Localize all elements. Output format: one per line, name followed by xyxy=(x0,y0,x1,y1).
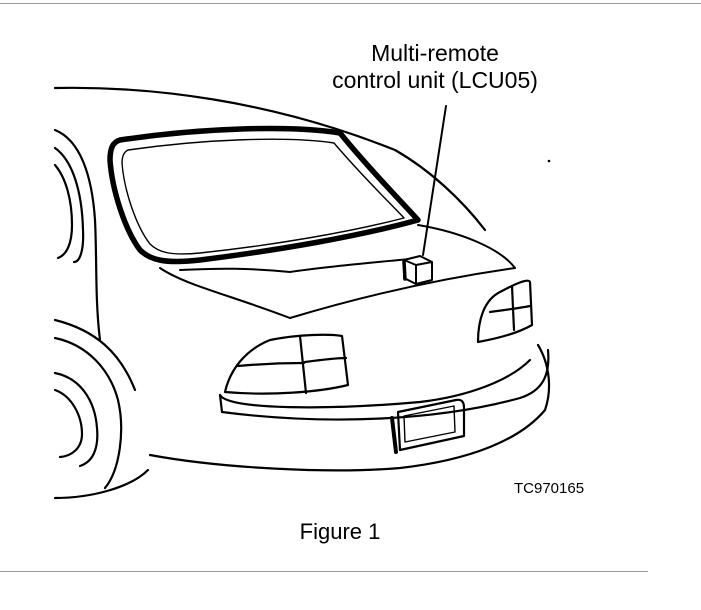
bottom-rule xyxy=(0,571,648,572)
callout-leader-line xyxy=(422,105,447,256)
rear-bumper xyxy=(148,343,551,472)
callout-label: Multi-remote control unit (LCU05) xyxy=(270,40,600,94)
roof-outline xyxy=(53,86,487,232)
left-wheel xyxy=(53,318,150,500)
figure-caption: Figure 1 xyxy=(299,519,381,544)
callout-line-1: Multi-remote xyxy=(371,40,499,66)
trunk-lid xyxy=(159,224,516,319)
control-unit-box-icon xyxy=(402,255,433,285)
left-tail-light xyxy=(223,333,350,395)
figure-code: TC970165 xyxy=(514,480,585,497)
license-plate-recess xyxy=(390,398,466,454)
stray-speck xyxy=(547,159,551,163)
top-rule xyxy=(0,3,701,4)
right-tail-light xyxy=(476,279,534,344)
side-window xyxy=(53,128,102,342)
callout-line-2: control unit (LCU05) xyxy=(332,67,538,93)
rear-window xyxy=(107,125,421,265)
